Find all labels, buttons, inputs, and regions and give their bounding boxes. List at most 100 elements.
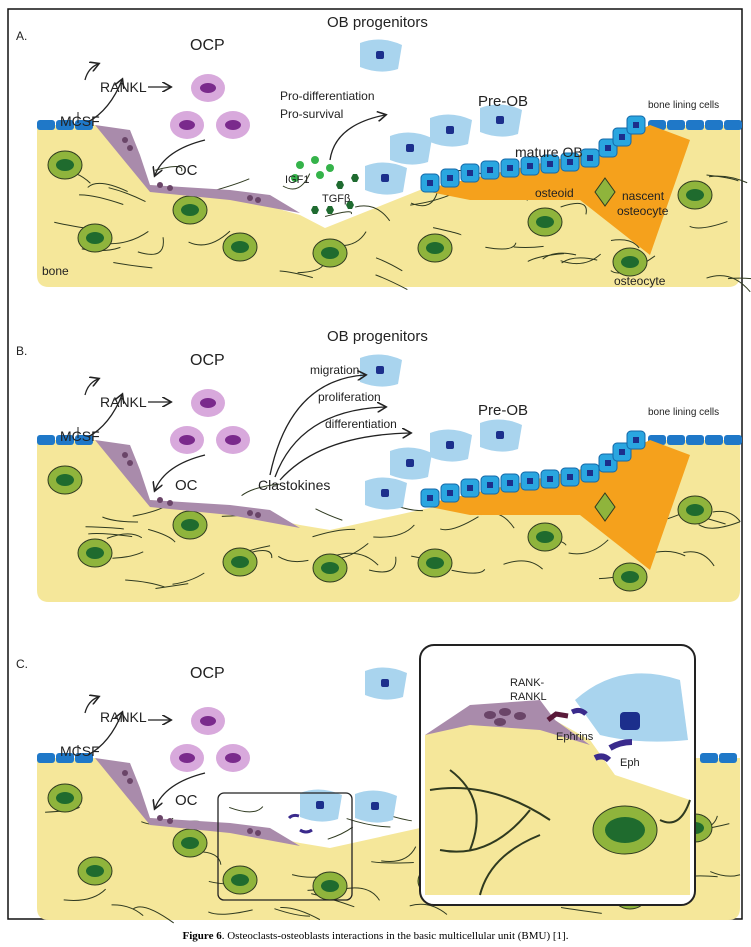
canaliculus xyxy=(440,516,479,531)
osteocyte-nucleus xyxy=(426,557,444,569)
ocp-nucleus xyxy=(200,83,216,93)
canaliculus xyxy=(102,516,139,523)
osteocyte-nucleus xyxy=(536,216,554,228)
canaliculus xyxy=(354,205,391,222)
canaliculus xyxy=(451,568,486,574)
osteocyte-nucleus xyxy=(321,247,339,259)
panel-a xyxy=(37,39,751,293)
arrow xyxy=(87,713,122,756)
bone-lining-cell xyxy=(667,435,685,445)
canaliculus xyxy=(208,909,253,915)
osteoclast-nucleus xyxy=(255,830,261,836)
small-zoom-box xyxy=(217,792,353,901)
ob-nucleus xyxy=(605,145,611,151)
canaliculus xyxy=(485,242,517,250)
ob-nucleus xyxy=(487,167,493,173)
canaliculus xyxy=(279,270,313,279)
ob-nucleus xyxy=(527,163,533,169)
canaliculus xyxy=(125,579,165,588)
ob-nucleus xyxy=(619,449,625,455)
eph-label: Eph xyxy=(620,757,640,769)
osteoclast-nucleus xyxy=(255,512,261,518)
osteocyte-nucleus xyxy=(181,837,199,849)
arrow xyxy=(155,139,206,175)
inset-canaliculus xyxy=(449,769,478,851)
ob-nucleus xyxy=(619,134,625,140)
canaliculus xyxy=(373,524,415,538)
osteoclast-nucleus xyxy=(127,460,133,466)
canaliculus xyxy=(280,907,321,921)
osteoclast-nucleus xyxy=(514,712,526,720)
osteocyte-nucleus xyxy=(86,547,104,559)
zoom-inset xyxy=(217,644,696,906)
ocp-nucleus xyxy=(200,398,216,408)
mcsf-label: MCSF xyxy=(60,743,100,759)
canaliculus xyxy=(87,182,128,193)
figure-caption: Figure 6. Osteoclasts-osteoblasts intera… xyxy=(0,930,751,942)
osteoclast-nucleus xyxy=(247,195,253,201)
ocp-nucleus xyxy=(200,716,216,726)
canaliculus xyxy=(88,532,133,538)
ephrins-label: Ephrins xyxy=(556,731,594,743)
ocp-label: OCP xyxy=(190,665,225,682)
canaliculus xyxy=(689,221,728,229)
rankl-label: RANKL xyxy=(100,709,147,725)
tgfb-molecule xyxy=(311,206,319,214)
arrow xyxy=(155,454,206,490)
canaliculus xyxy=(432,227,462,236)
canaliculus xyxy=(542,252,577,260)
figure-number: Figure 6 xyxy=(182,930,222,942)
inset-canaliculus xyxy=(659,799,691,824)
bone-lining-cell xyxy=(56,753,74,763)
canaliculus xyxy=(371,861,414,864)
osteoclast-nucleus xyxy=(127,778,133,784)
osteocyte-nucleus xyxy=(321,562,339,574)
ocp-label: OCP xyxy=(190,37,225,54)
ob-nucleus xyxy=(487,482,493,488)
oc-label: OC xyxy=(175,477,198,494)
panel-c-letter: C. xyxy=(16,657,28,671)
ob-nucleus xyxy=(620,712,640,730)
canaliculus xyxy=(132,906,174,924)
osteoclast-nucleus xyxy=(247,510,253,516)
pro-differentiation-label: Pro-differentiation xyxy=(280,89,375,103)
osteocyte-label: osteocyte xyxy=(614,274,666,288)
ob-nucleus xyxy=(547,161,553,167)
osteoid xyxy=(420,440,690,570)
pro-survival-label: Pro-survival xyxy=(280,107,343,121)
nascent-label: nascent xyxy=(622,189,665,203)
ob-nucleus xyxy=(371,802,379,810)
rankl-label-inset: RANKL xyxy=(510,691,547,703)
osteoclast-nucleus xyxy=(484,711,496,719)
bone-lining-cell xyxy=(719,753,737,763)
osteoid xyxy=(420,125,690,255)
canaliculus xyxy=(172,572,205,585)
osteoclast-nucleus xyxy=(167,500,173,506)
ob-nucleus xyxy=(446,126,454,134)
arrow xyxy=(87,395,122,438)
bone-lining-label: bone lining cells xyxy=(648,407,719,418)
oc-label: OC xyxy=(175,792,198,809)
bone-lining-cell xyxy=(724,120,742,130)
osteocyte-nucleus xyxy=(56,159,74,171)
osteoclast xyxy=(95,125,300,213)
rankl-label: RANKL xyxy=(100,79,147,95)
osteocyte-nucleus xyxy=(621,571,639,583)
arrow xyxy=(155,772,206,808)
bone-lining-cell xyxy=(705,435,723,445)
canaliculus xyxy=(137,237,164,255)
migration-label: migration xyxy=(310,363,359,377)
igf1-molecule xyxy=(316,171,324,179)
canaliculus xyxy=(346,818,391,828)
ob-nucleus xyxy=(633,437,639,443)
arrow xyxy=(84,64,98,81)
bone-lining-cell xyxy=(75,435,93,445)
bone-lining-cell xyxy=(37,120,55,130)
osteocyte-nucleus xyxy=(231,241,249,253)
canaliculus xyxy=(334,552,379,566)
canaliculus xyxy=(409,903,448,915)
tgfb-molecule xyxy=(326,206,334,214)
osteocyte-nucleus xyxy=(686,189,704,201)
ob-nucleus xyxy=(316,801,324,809)
